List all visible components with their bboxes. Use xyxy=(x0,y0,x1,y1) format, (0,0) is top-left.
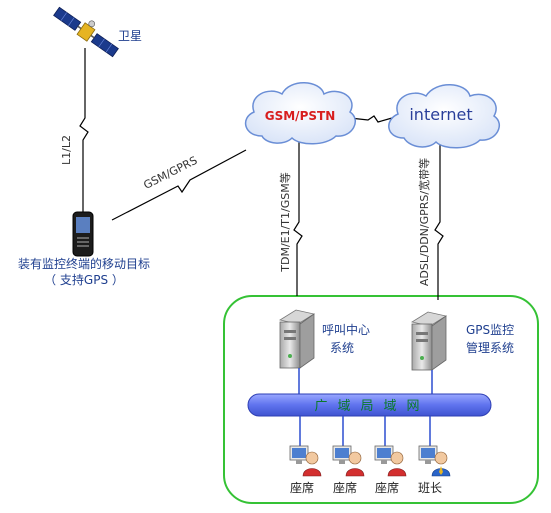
internet-cloud: internet xyxy=(388,84,500,149)
link-gsm-callcenter xyxy=(293,142,303,296)
gps-management-label: GPS监控 xyxy=(466,323,514,337)
lan-label: 广域局域网 xyxy=(314,399,429,414)
supervisor-label: 班长 xyxy=(418,481,442,495)
operator-label: 座席 xyxy=(333,480,357,495)
call-center-server-icon xyxy=(278,309,316,369)
supervisor-workstation-icon xyxy=(418,445,451,477)
gps-management-sublabel: 管理系统 xyxy=(466,340,514,355)
lan-bus xyxy=(247,393,492,417)
operator-label: 座席 xyxy=(290,480,314,495)
link-label-adsl: ADSL/DDN/GPRS/宽带等 xyxy=(417,158,431,286)
mobile-target-label: 装有监控终端的移动目标 xyxy=(18,256,150,271)
link-mobile-gsm xyxy=(111,149,247,221)
operator-workstation-icon xyxy=(332,445,365,477)
link-sat-mobile xyxy=(79,48,89,212)
call-center-sublabel: 系统 xyxy=(330,341,354,355)
operator-label: 座席 xyxy=(375,480,399,495)
gsm-pstn-label: GSM/PSTN xyxy=(265,109,335,123)
mobile-phone-icon xyxy=(72,211,94,257)
gsm-pstn-cloud: GSM/PSTN xyxy=(244,82,356,145)
link-internet-gps xyxy=(434,142,444,300)
operator-workstation-icon xyxy=(374,445,407,477)
local-network-boundary xyxy=(223,295,539,504)
link-label-gsm-gprs: GSM/GPRS xyxy=(141,154,199,192)
mobile-target-sublabel: （ 支持GPS ） xyxy=(44,272,124,287)
link-label-l1l2: L1/L2 xyxy=(60,135,73,165)
link-label-tdm: TDM/E1/T1/GSM等 xyxy=(278,172,292,272)
internet-label: internet xyxy=(409,105,472,124)
gps-management-server-icon xyxy=(410,311,448,371)
link-gsm-internet xyxy=(349,115,393,123)
call-center-label: 呼叫中心 xyxy=(322,322,370,337)
satellite-icon xyxy=(53,6,119,58)
operator-workstation-icon xyxy=(289,445,322,477)
satellite-label: 卫星 xyxy=(118,29,142,43)
